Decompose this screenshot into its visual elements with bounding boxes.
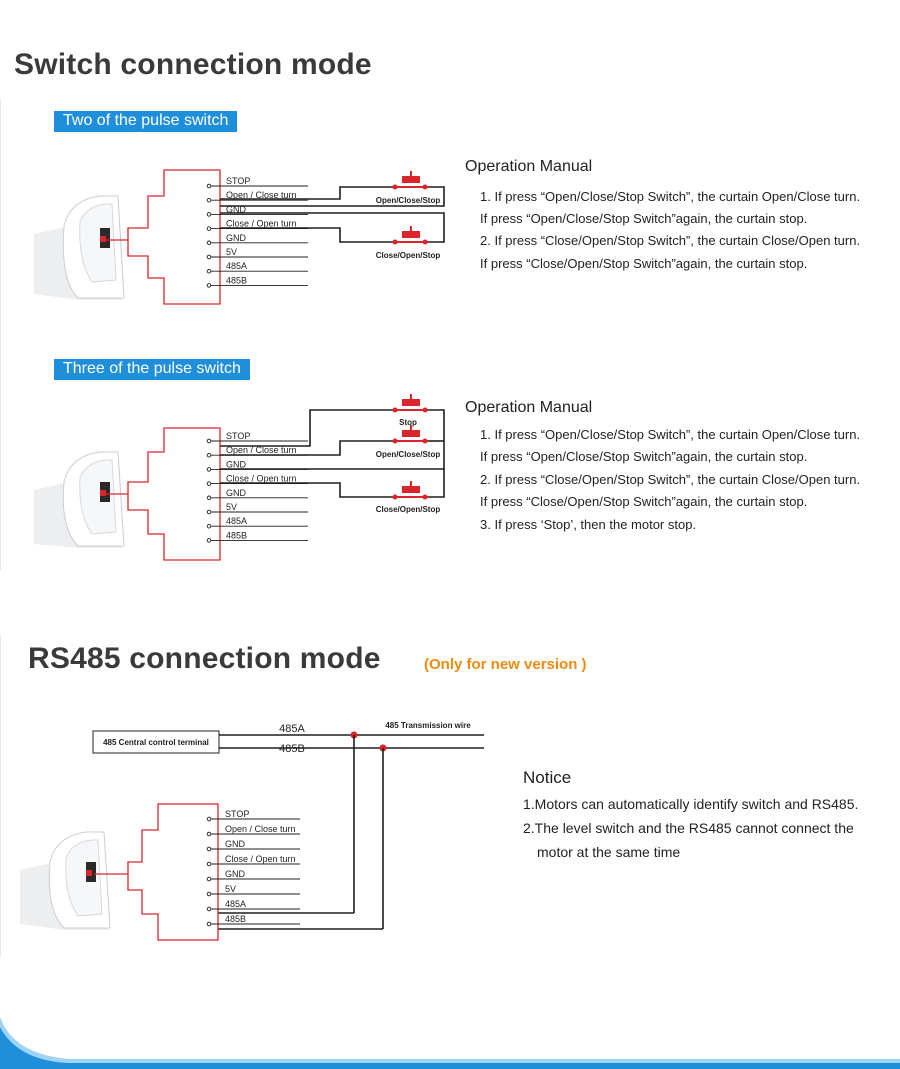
terminal-pin (206, 197, 212, 203)
notice-title: Notice (523, 768, 572, 787)
terminal-label: GND (226, 459, 247, 469)
terminal-label: Close / Open turn (226, 219, 297, 229)
switch-label-stop: Stop (399, 418, 417, 427)
rs485-version-note: (Only for new version ) (424, 656, 587, 673)
notice-line: motor at the same time (537, 844, 681, 860)
transmission-wire-label: 485 Transmission wire (385, 721, 471, 730)
connector-outline (106, 169, 221, 305)
connector-outline (94, 803, 219, 941)
motor-icon (34, 195, 125, 300)
terminal-pin (206, 523, 212, 529)
two-pulse-manual-line: 1. If press “Open/Close/Stop Switch”, th… (480, 189, 861, 204)
terminal-pin (206, 495, 212, 501)
left-rule-bottom (0, 636, 1, 956)
three-pulse-manual-line: 3. If press ‘Stop’, then the motor stop. (480, 517, 697, 532)
terminal-label: GND (226, 204, 247, 214)
terminal-label: 485B (225, 914, 246, 924)
terminal-label: 485A (226, 261, 247, 271)
central-control-terminal-box (92, 730, 220, 754)
three-pulse-tag: Three of the pulse switch (54, 359, 250, 380)
junction-485a (350, 731, 358, 739)
terminal-pin (206, 509, 212, 515)
bus-label-485a: 485A (279, 723, 305, 735)
notice-line: 1.Motors can automatically identify swit… (523, 796, 859, 812)
terminal-label: Close / Open turn (225, 854, 296, 864)
terminal-label: Close / Open turn (226, 474, 297, 484)
terminal-label: GND (226, 488, 247, 498)
terminal-pin (206, 906, 212, 912)
terminal-label: Open / Close turn (225, 824, 296, 834)
bus-label-485b: 485B (279, 743, 305, 755)
terminal-pin (206, 891, 212, 897)
two-pulse-manual-line: If press “Close/Open/Stop Switch”again, … (480, 256, 808, 271)
three-pulse-manual-title: Operation Manual (465, 399, 593, 416)
terminal-pin (206, 183, 212, 189)
switch-label-close-open-stop: Close/Open/Stop (376, 505, 441, 514)
terminal-label: 5V (226, 502, 237, 512)
switch-section-title: Switch connection mode (14, 48, 372, 81)
junction-485b (379, 744, 387, 752)
rs485-section-title: RS485 connection mode (28, 642, 381, 675)
three-pulse-manual-line: 2. If press “Close/Open/Stop Switch”, th… (480, 472, 861, 487)
two-pulse-tag: Two of the pulse switch (54, 111, 238, 132)
connector-outline (106, 427, 221, 561)
terminal-label: STOP (225, 809, 249, 819)
switch-open-close-stop (392, 171, 428, 190)
terminal-pin (206, 876, 212, 882)
terminal-pin (206, 283, 212, 288)
motor-icon (20, 831, 111, 930)
terminal-label: STOP (226, 431, 250, 441)
terminal-label: GND (225, 869, 246, 879)
terminal-label: 485B (226, 530, 247, 540)
terminal-label: Open / Close turn (226, 190, 297, 200)
three-pulse-manual-line: If press “Close/Open/Stop Switch”again, … (480, 494, 808, 509)
terminal-pin (206, 240, 212, 246)
terminal-pin (206, 846, 212, 852)
terminal-pin (206, 268, 212, 274)
left-rule-top (0, 100, 1, 570)
switch-close-open-stop (392, 226, 428, 245)
terminal-label: GND (226, 233, 247, 243)
terminal-pin (206, 254, 212, 260)
terminal-label: 5V (226, 247, 237, 257)
two-pulse-manual-line: 2. If press “Close/Open/Stop Switch”, th… (480, 233, 861, 248)
switch-stop (392, 394, 428, 413)
terminal-pin (206, 467, 212, 472)
terminal-pin (206, 226, 212, 231)
terminal-pin (206, 481, 212, 486)
terminal-pin (206, 861, 212, 867)
switch-label-2: Close/Open/Stop (376, 251, 441, 260)
two-pulse-manual-line: If press “Open/Close/Stop Switch”again, … (480, 211, 808, 226)
terminal-label: Open / Close turn (226, 445, 297, 455)
terminal-pin (206, 438, 212, 444)
terminal-label: GND (225, 839, 246, 849)
footer-wave (0, 1017, 900, 1069)
switch-label-open-close-stop: Open/Close/Stop (376, 450, 441, 459)
terminal-pin (206, 538, 212, 543)
motor-icon (34, 451, 125, 548)
three-pulse-manual-line: If press “Open/Close/Stop Switch”again, … (480, 449, 808, 464)
three-pulse-manual-line: 1. If press “Open/Close/Stop Switch”, th… (480, 427, 861, 442)
terminal-pin (206, 831, 212, 837)
terminal-label: STOP (226, 176, 250, 186)
terminal-label: 485A (226, 516, 247, 526)
terminal-label: 5V (225, 884, 236, 894)
terminal-label: 485B (226, 275, 247, 285)
terminal-label: 485A (225, 899, 246, 909)
switch-open-close-stop (392, 425, 428, 444)
switch-close-open-stop (392, 481, 428, 500)
terminal-pin (206, 816, 212, 822)
terminal-pin (206, 921, 212, 927)
terminal-pin (206, 452, 212, 458)
two-pulse-manual-title: Operation Manual (465, 158, 593, 175)
switch-label-1: Open/Close/Stop (376, 196, 441, 205)
terminal-pin (206, 212, 212, 217)
central-control-terminal-label: 485 Central control terminal (103, 738, 209, 747)
notice-line: 2.The level switch and the RS485 cannot … (523, 820, 854, 836)
